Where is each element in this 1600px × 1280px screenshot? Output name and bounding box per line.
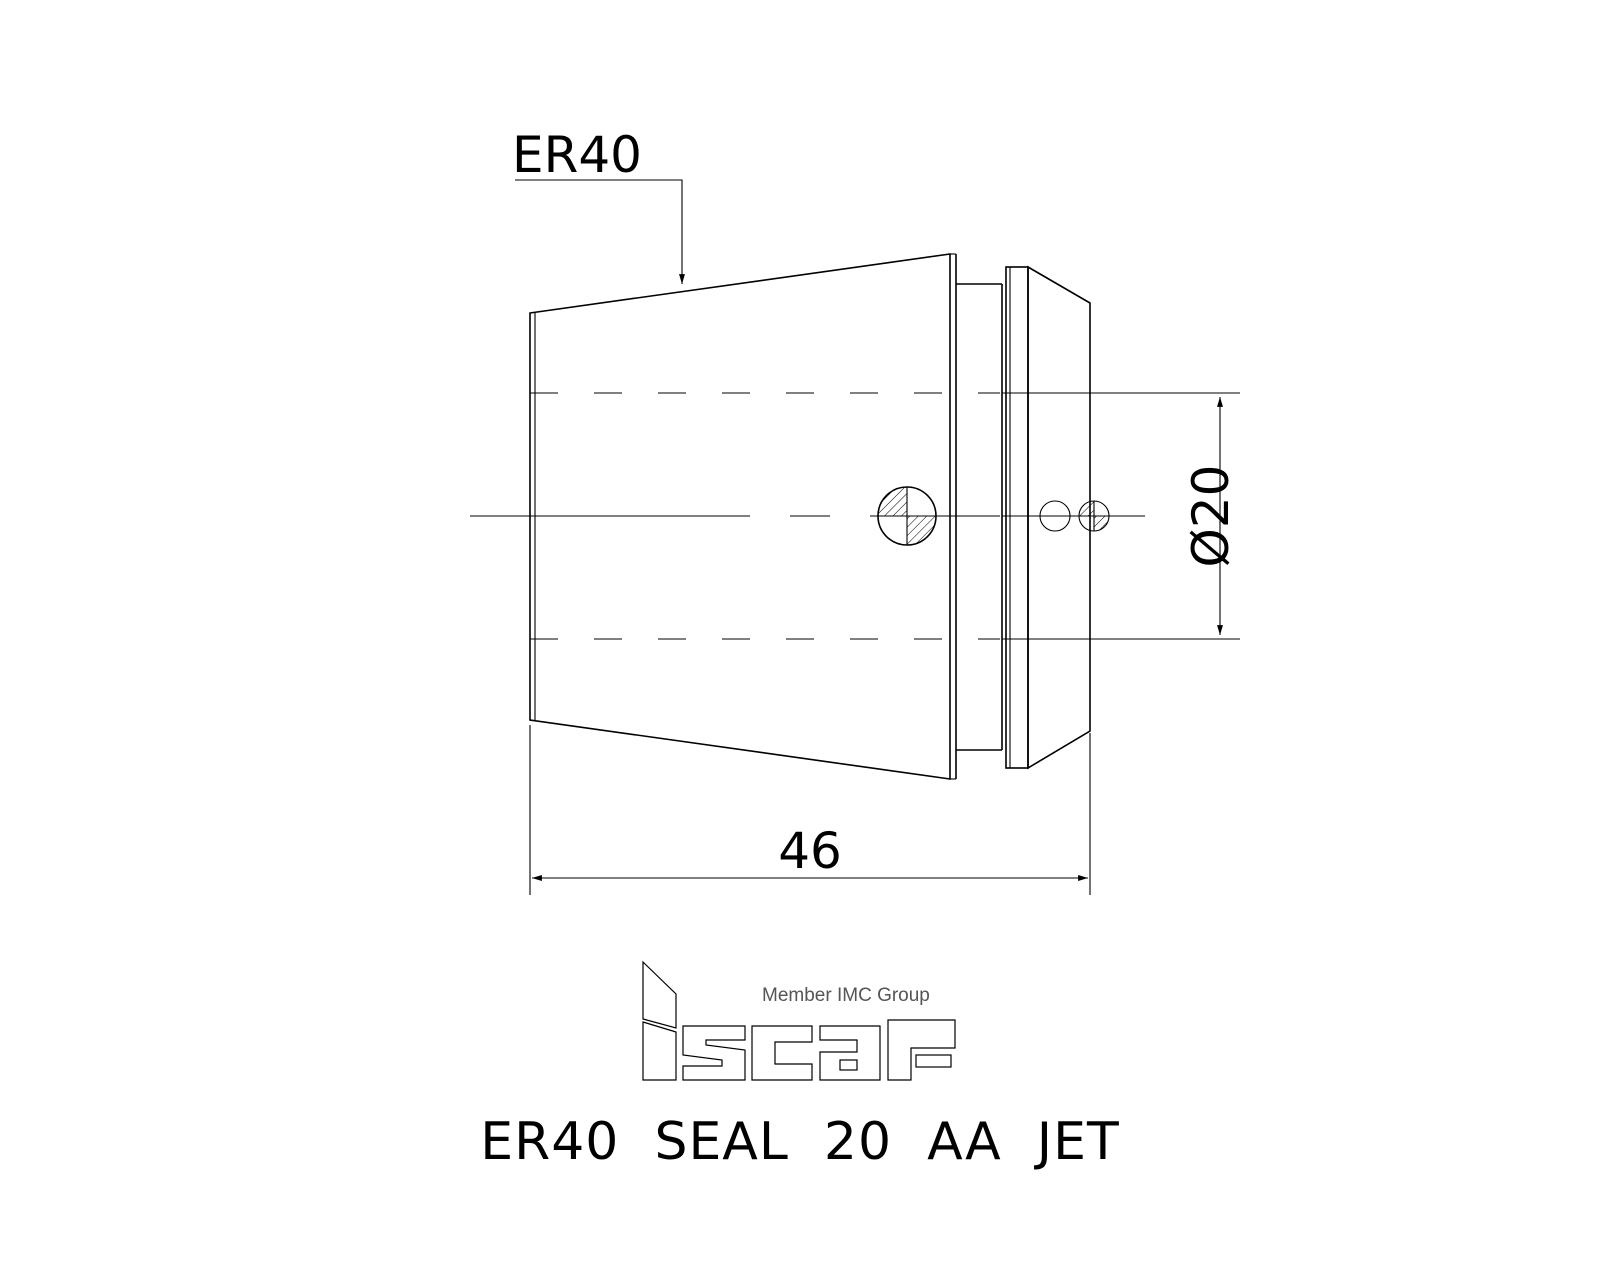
diameter-value: Ø20 [1182,465,1240,568]
length-dimension: 46 [529,725,1091,895]
center-of-gravity-symbol [877,486,937,546]
seal-neck [956,283,1003,751]
diameter-dimension: Ø20 [1182,397,1240,635]
iscar-logo: Member IMC Group [642,960,956,1081]
leader-label: ER40 [512,126,642,184]
part-designation: ER40 SEAL 20 AA JET [480,1112,1120,1172]
leader-line [515,179,685,284]
bore-hidden-lines [530,392,1240,640]
seal-ring [1005,265,1091,770]
logo-subtitle: Member IMC Group [762,985,930,1006]
length-value: 46 [778,822,842,880]
jet-holes [1039,500,1110,532]
